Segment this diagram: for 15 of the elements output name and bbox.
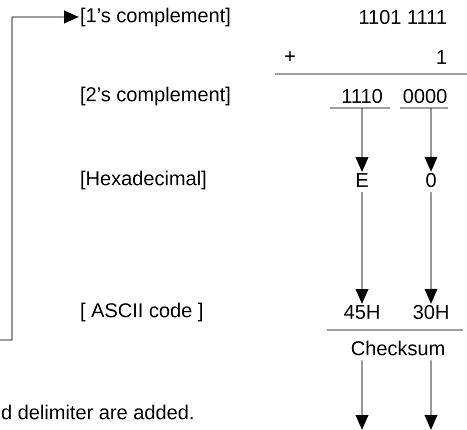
- hex-digit: 0: [426, 172, 436, 188]
- ascii-value: 30H: [413, 304, 448, 320]
- row-heading: [1’s complement]: [81, 8, 230, 26]
- addend-digit: 1: [437, 50, 446, 64]
- binary-number: 1110: [342, 88, 382, 104]
- note-text: d delimiter are added.: [2, 404, 193, 420]
- hex-digit: E: [356, 173, 368, 187]
- ascii-value: 45H: [344, 305, 379, 319]
- checksum-label: Checksum: [352, 340, 444, 356]
- plus-sign: +: [285, 51, 295, 61]
- row-heading: [2’s complement]: [81, 86, 230, 106]
- row-heading: [Hexadecimal]: [81, 170, 206, 190]
- row-heading: [ ASCII code ]: [81, 302, 202, 322]
- binary-number: 0000: [404, 88, 446, 104]
- binary-number: 1101 1111: [360, 10, 446, 24]
